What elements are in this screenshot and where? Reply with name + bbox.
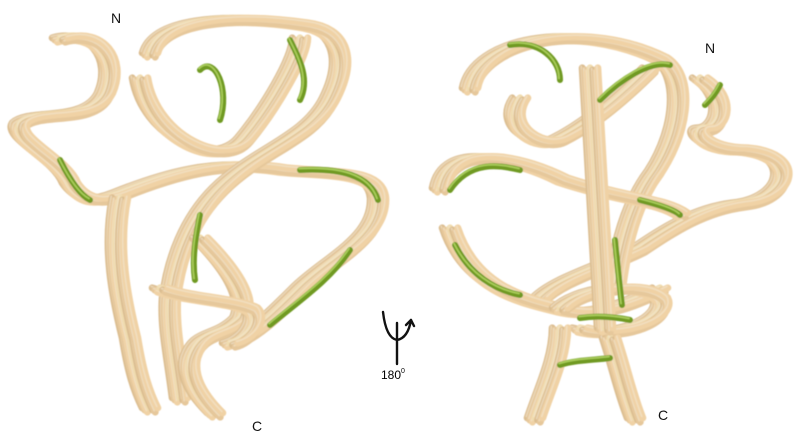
n-terminus-label-right: N (705, 40, 715, 56)
right-main-ribbon-highlight (536, 81, 777, 301)
n-terminus-label-left: N (111, 10, 121, 26)
c-terminus-label-left: C (252, 418, 262, 434)
left-highlight-segment-1 (200, 66, 223, 120)
right-main-ribbon (537, 82, 778, 302)
left-structure-ensemble (10, 17, 386, 417)
rotation-degree-superscript: 0 (401, 368, 405, 375)
right-structure-ensemble (431, 35, 789, 422)
rotation-axis-icon (383, 312, 414, 364)
rotation-label: 1800 (381, 368, 405, 382)
rotation-value: 180 (381, 368, 401, 382)
c-terminus-label-right: C (658, 407, 668, 423)
